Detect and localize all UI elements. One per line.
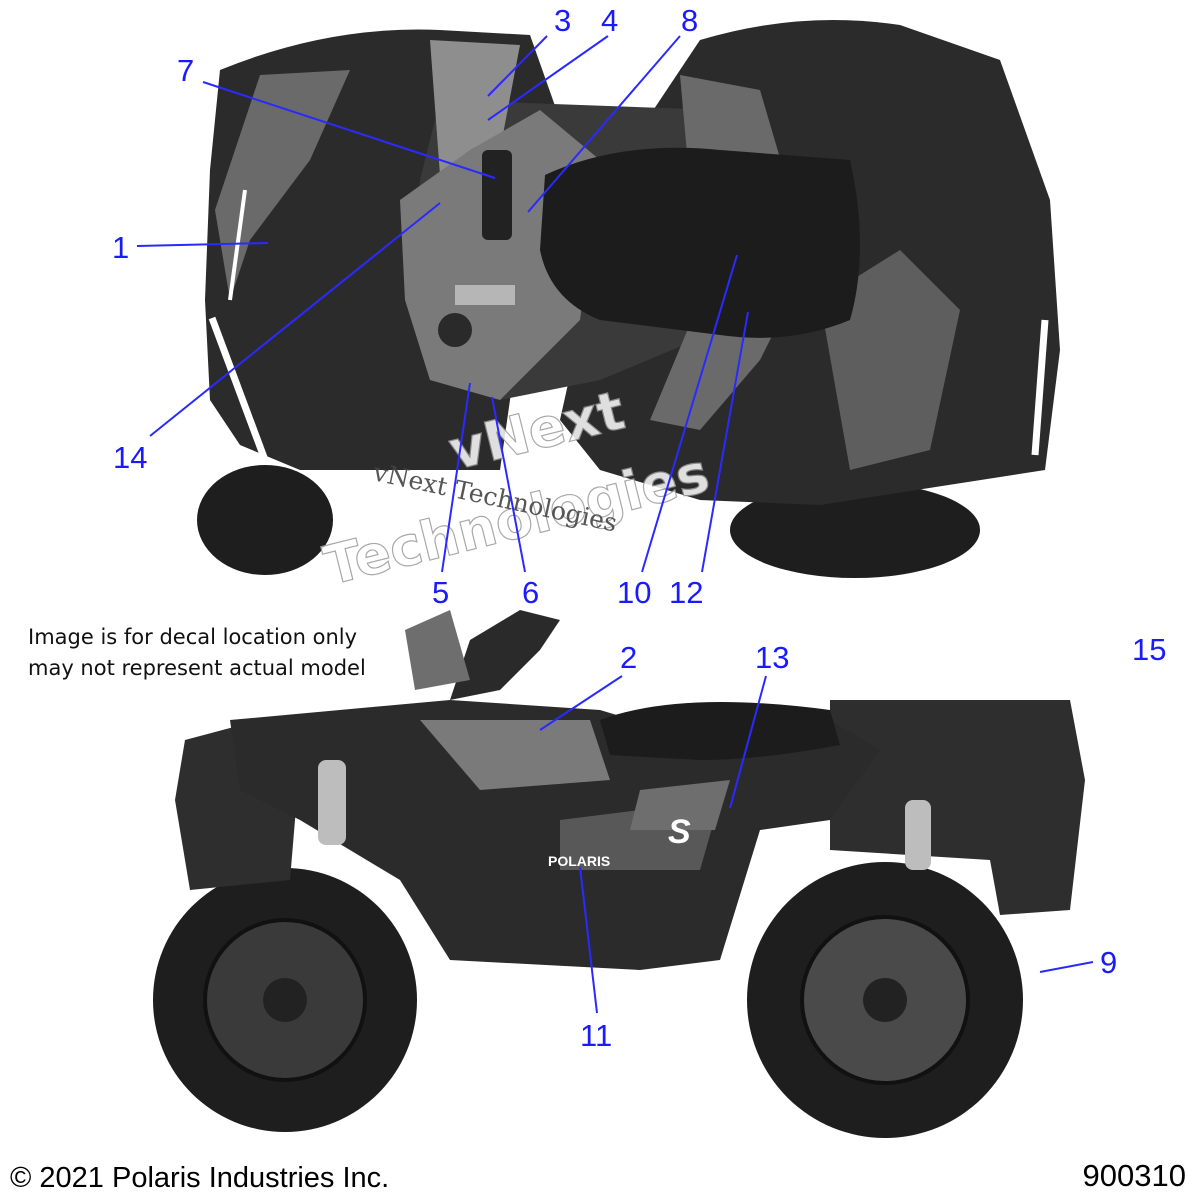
- leader-lines: [136, 35, 1094, 1014]
- note-line-2: may not represent actual model: [28, 656, 366, 680]
- figure-number: 900310: [1082, 1158, 1186, 1193]
- model-decal: S: [668, 813, 691, 851]
- callout-5: 5: [432, 575, 449, 610]
- leader-3: [487, 35, 548, 97]
- atv-side-view: POLARIS S: [153, 610, 1085, 1138]
- leader-9: [1039, 961, 1094, 973]
- leader-11: [579, 866, 598, 1014]
- callout-4: 4: [601, 3, 618, 38]
- note-line-1: Image is for decal location only: [28, 625, 358, 649]
- callout-numbers: 1 3 4 7 8 14 5 6 10 12 2 13 15 11 9: [112, 3, 1166, 1053]
- leader-12: [701, 311, 749, 573]
- callout-2: 2: [620, 640, 637, 675]
- callout-8: 8: [681, 3, 698, 38]
- copyright-text: © 2021 Polaris Industries Inc.: [10, 1162, 390, 1194]
- decal-disclaimer-note: Image is for decal location only may not…: [28, 622, 366, 684]
- leader-5: [441, 382, 471, 573]
- callout-11: 11: [580, 1018, 612, 1053]
- callout-1: 1: [112, 230, 129, 265]
- callout-7: 7: [177, 53, 194, 88]
- leader-4: [487, 35, 609, 121]
- leader-7: [202, 81, 496, 179]
- callout-14: 14: [113, 440, 147, 475]
- leader-8: [527, 35, 681, 213]
- leader-6: [491, 396, 526, 573]
- leader-14: [149, 202, 441, 437]
- callout-9: 9: [1100, 945, 1117, 980]
- callout-12: 12: [669, 575, 703, 610]
- callout-13: 13: [755, 640, 789, 675]
- leader-10: [641, 254, 738, 573]
- leader-1: [136, 242, 269, 247]
- atv-top-view: [197, 20, 1060, 578]
- callout-10: 10: [617, 575, 651, 610]
- callout-3: 3: [554, 3, 571, 38]
- leader-2: [539, 675, 623, 731]
- callout-15: 15: [1132, 632, 1166, 667]
- leader-13: [729, 675, 767, 809]
- polaris-brand-decal: POLARIS: [548, 853, 610, 869]
- callout-6: 6: [522, 575, 539, 610]
